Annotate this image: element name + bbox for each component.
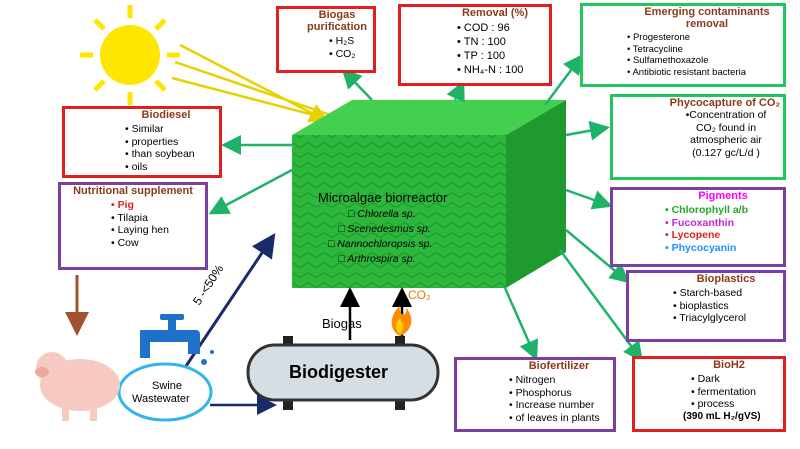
phycocapture-text-3: atmospheric air xyxy=(690,134,762,146)
emerging-title-line2: removal xyxy=(685,18,729,30)
removal-box: Removal (%) COD : 96 TN : 100 TP : 100 N… xyxy=(398,4,552,86)
nutritional-item-cow: Cow xyxy=(111,237,205,250)
pigments-box: Pigments Chlorophyll a/b Fucoxanthin Lyc… xyxy=(610,187,786,267)
biodiesel-item-soybean: than soybean xyxy=(125,148,219,161)
bioplastics-item-bioplastics-text: bioplastics xyxy=(679,299,729,312)
nutritional-title: Nutritional supplement xyxy=(73,185,193,197)
pigments-title: Pigments xyxy=(698,190,748,202)
pig-icon xyxy=(35,352,120,421)
biodiesel-title: Biodiesel xyxy=(141,109,191,121)
biogas-item-h2s: H₂S xyxy=(329,35,373,48)
bioh2-item-fermentation: fermentation xyxy=(691,386,783,399)
swine-wastewater-circle xyxy=(117,362,213,422)
pigment-item-phycocyanin: Phycocyanin xyxy=(665,242,783,255)
biodiesel-item-oils: oils xyxy=(125,161,219,174)
emerging-item-tetracycline: Tetracycline xyxy=(627,44,783,56)
biodiesel-item-oils-text: oils xyxy=(131,160,148,173)
biodiesel-item-properties: properties xyxy=(125,136,219,149)
nutritional-item-laying-hen: Laying hen xyxy=(111,224,205,237)
faucet-icon xyxy=(140,314,214,365)
bioh2-item-process: process xyxy=(691,398,783,411)
removal-item-tn: TN : 100 xyxy=(457,35,549,49)
swine-label-line1: Swine xyxy=(152,380,182,392)
removal-item-tp: TP : 100 xyxy=(457,49,549,63)
biodiesel-box: Biodiesel Similar properties than soybea… xyxy=(62,106,222,178)
emerging-contaminants-box: Emerging contaminants removal Progestero… xyxy=(580,3,786,87)
biodiesel-item-similar: Similar xyxy=(125,123,219,136)
biofertilizer-item-leaves: of leaves in plants xyxy=(509,412,613,425)
bioplastics-item-tag: Triacylglycerol xyxy=(673,312,783,325)
emerging-item-sulfamethoxazole: Sulfamethoxazole xyxy=(627,55,783,67)
bioplastics-item-bioplastics: bioplastics xyxy=(673,300,783,313)
bioh2-title: BioH2 xyxy=(713,359,745,371)
bioh2-box: BioH2 Dark fermentation process (390 mL … xyxy=(632,356,786,432)
emerging-title-line1: Emerging contaminants xyxy=(644,6,770,18)
bioh2-item-dark: Dark xyxy=(691,373,783,386)
pigment-item-lycopene: Lycopene xyxy=(665,229,783,242)
reactor-title: Microalgae biorreactor xyxy=(318,190,448,205)
biofertilizer-item-leaves-text: of leaves in plants xyxy=(515,411,600,424)
biofertilizer-item-nitrogen: Nitrogen xyxy=(509,374,613,387)
flame-icon xyxy=(391,306,412,336)
bioplastics-item-starch: Starch-based xyxy=(673,287,783,300)
strain-chlorella: Chlorella sp. xyxy=(348,208,415,220)
removal-item-cod: COD : 96 xyxy=(457,21,549,35)
bioplastics-title: Bioplastics xyxy=(696,273,756,285)
nutritional-item-tilapia: Tilapia xyxy=(111,212,205,225)
removal-title: Removal (%) xyxy=(461,7,529,19)
nutritional-item-pig: Pig xyxy=(111,199,205,212)
phycocapture-box: Phycocapture of CO₂ •Concentration of CO… xyxy=(610,94,786,180)
biofertilizer-box: Biofertilizer Nitrogen Phosphorus Increa… xyxy=(454,357,616,432)
biogas-purification-title: Biogas purification xyxy=(307,9,367,33)
biofertilizer-item-increase: Increase number xyxy=(509,399,613,412)
strain-arthrospira: Arthrospira sp. xyxy=(338,253,415,265)
strain-nannochloropsis: Nannochloropsis sp. xyxy=(328,238,432,250)
biofertilizer-item-phosphorus: Phosphorus xyxy=(509,387,613,400)
co2-input-label: CO₂ xyxy=(408,288,431,302)
nutritional-supplement-box: Nutritional supplement Pig Tilapia Layin… xyxy=(58,182,208,270)
pigment-item-chlorophyll: Chlorophyll a/b xyxy=(665,204,783,217)
pigment-item-fucoxanthin: Fucoxanthin xyxy=(665,217,783,230)
emerging-item-progesterone: Progesterone xyxy=(627,32,783,44)
swine-label-line2: Wastewater xyxy=(132,393,190,405)
biodigester-label: Biodigester xyxy=(289,362,389,382)
strain-scenedesmus: Scenedesmus sp. xyxy=(338,223,430,235)
biodiesel-item-properties-text: properties xyxy=(131,135,179,148)
bioh2-value: (390 mL H₂/gVS) xyxy=(683,410,761,422)
biogas-item-co2: CO₂ xyxy=(329,48,373,61)
sun-icon xyxy=(80,5,180,105)
removal-item-nh4: NH₄-N : 100 xyxy=(457,63,549,77)
biodiesel-item-soybean-text: than soybean xyxy=(131,148,195,160)
emerging-item-antibiotic: Antibiotic resistant bacteria xyxy=(627,67,783,79)
biogas-input-label: Biogas xyxy=(322,316,362,331)
biofertilizer-title: Biofertilizer xyxy=(528,360,590,372)
biogas-purification-box: Biogas purification H₂S CO₂ xyxy=(276,6,376,73)
swine-label: Swine xyxy=(147,380,187,392)
phycocapture-text-2: CO₂ found in xyxy=(695,121,757,134)
bioplastics-box: Bioplastics Starch-based bioplastics Tri… xyxy=(626,270,786,342)
biodigester-tank xyxy=(246,336,440,410)
phycocapture-text-1: •Concentration of xyxy=(685,109,767,121)
phycocapture-text-4: (0.127 gc/L/d ) xyxy=(692,146,760,159)
phycocapture-title: Phycocapture of CO₂ xyxy=(669,97,781,109)
